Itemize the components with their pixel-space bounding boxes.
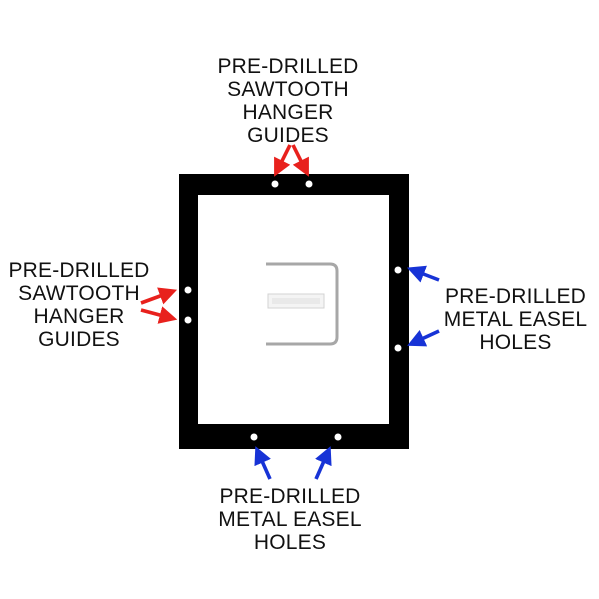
label-line: HOLES [253, 531, 327, 554]
arrow-icon [407, 329, 440, 347]
top-hanger-guides-label: PRE-DRILLED SAWTOOTH HANGER GUIDES [188, 55, 388, 147]
arrow-icon [140, 287, 178, 305]
right-easel-hole-2 [394, 344, 402, 352]
bottom-easel-hole-2 [334, 433, 342, 441]
arrow-icon [140, 306, 178, 324]
label-line: PRE-DRILLED [444, 285, 587, 308]
arrow-icon [406, 265, 440, 283]
label-line: METAL EASEL [218, 508, 362, 531]
right-easel-hole-1 [394, 266, 402, 274]
label-line: PRE-DRILLED [8, 259, 150, 282]
top-hanger-hole-2 [305, 180, 313, 188]
left-hanger-guides-label: PRE-DRILLED SAWTOOTH HANGER GUIDES [0, 259, 158, 351]
top-hanger-hole-1 [271, 180, 279, 188]
arrow-icon [314, 446, 332, 480]
arrow-icon [291, 144, 309, 177]
label-line: HOLES [479, 331, 552, 354]
label-line: GUIDES [38, 328, 120, 351]
left-hanger-hole-2 [184, 316, 192, 324]
frame-panel [198, 195, 389, 424]
label-line: HANGER [33, 305, 125, 328]
bottom-easel-hole-1 [250, 433, 258, 441]
arrow-icon [254, 446, 272, 480]
label-line: HANGER [242, 101, 334, 124]
label-line: SAWTOOTH [18, 282, 140, 305]
arrow-icon [274, 144, 292, 177]
right-easel-holes-label: PRE-DRILLED METAL EASEL HOLES [432, 285, 599, 354]
left-hanger-hole-1 [184, 286, 192, 294]
label-line: PRE-DRILLED [217, 55, 359, 78]
label-line: SAWTOOTH [227, 78, 349, 101]
label-line: METAL EASEL [443, 308, 588, 331]
bottom-easel-holes-label: PRE-DRILLED METAL EASEL HOLES [190, 485, 390, 554]
label-line: PRE-DRILLED [219, 485, 361, 508]
label-line: GUIDES [247, 124, 329, 147]
sawtooth-hanger-icon [266, 262, 339, 346]
